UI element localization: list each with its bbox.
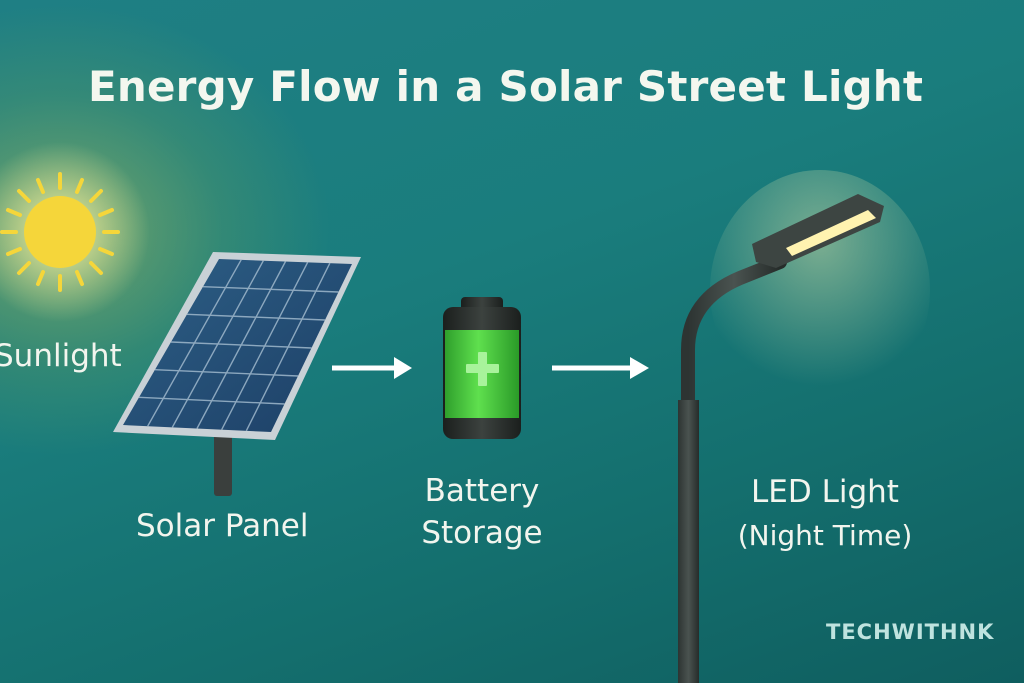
street-light-icon: [678, 170, 930, 683]
solar-panel-icon: [113, 252, 361, 496]
battery-label-line1: Battery: [424, 473, 540, 509]
page-title: Energy Flow in a Solar Street Light: [88, 62, 924, 111]
battery-label-line2: Storage: [421, 515, 543, 551]
battery-storage-label: Battery Storage: [404, 470, 560, 554]
arrow-right-icon: [332, 357, 412, 379]
sun-icon: [0, 142, 150, 322]
sunlight-label: Sunlight: [0, 338, 122, 374]
led-label-line2: (Night Time): [737, 519, 913, 552]
battery-icon: [443, 297, 521, 439]
led-light-label: LED Light (Night Time): [720, 470, 930, 558]
led-label-line1: LED Light: [751, 474, 899, 510]
arrow-right-icon: [552, 357, 649, 379]
watermark: TECHWITHNK: [826, 620, 995, 644]
solar-panel-label: Solar Panel: [136, 508, 309, 544]
